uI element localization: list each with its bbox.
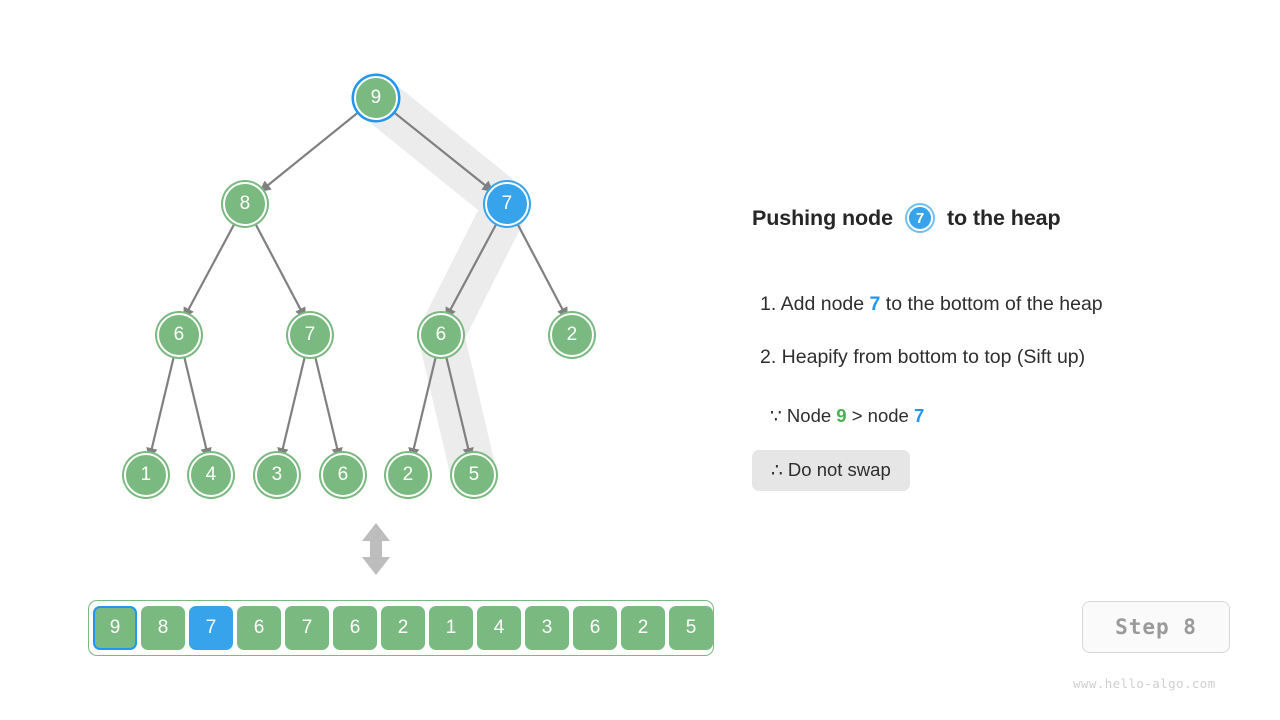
array-cell-1[interactable]: 8 [141,606,185,650]
tree-node-root[interactable]: 9 [354,76,398,120]
array-cell-9[interactable]: 3 [525,606,569,650]
reason-operator: > node [846,405,914,426]
step-1-suffix: to the bottom of the heap [880,293,1103,315]
tree-edges [146,97,568,460]
tree-node-l3-2[interactable]: 3 [255,453,299,497]
tree-node-l3-5[interactable]: 5 [452,453,496,497]
watermark-text: www.hello-algo.com [1073,676,1216,691]
step-item-2: 2. Heapify from bottom to top (Sift up) [760,346,1086,368]
edge-9-8 [259,97,377,193]
heap-array: 9 8 7 6 7 6 2 1 4 3 6 2 5 [88,600,714,656]
heap-diagram: 9 8 7 6 7 6 2 1 4 3 6 2 5 9 8 7 6 7 6 2 … [88,75,714,656]
title-suffix: to the heap [946,205,1061,230]
because-symbol: ∵ [770,405,787,426]
tree-node-l1-1[interactable]: 7 [485,182,529,226]
array-cell-8[interactable]: 4 [477,606,521,650]
title-prefix: Pushing node [752,205,893,230]
array-cell-4[interactable]: 7 [285,606,329,650]
tree-node-l2-0[interactable]: 6 [157,313,201,357]
array-cell-2[interactable]: 7 [189,606,233,650]
step-counter-badge: Step 8 [1082,601,1230,653]
tree-node-l3-4[interactable]: 2 [386,453,430,497]
edge-9-7 [375,97,494,193]
array-cell-5[interactable]: 6 [333,606,377,650]
tree-node-l1-0[interactable]: 8 [223,182,267,226]
tree-node-l3-0[interactable]: 1 [124,453,168,497]
array-cell-7[interactable]: 1 [429,606,473,650]
reason-statement: ∵ Node 9 > node 7 [770,405,924,427]
reason-child-value: 7 [913,405,925,426]
sift-up-path-highlight [353,75,530,498]
tree-array-link-icon [362,523,390,575]
reason-parent-value: 9 [836,405,847,426]
step-1-prefix: 1. Add node [760,293,870,315]
tree-node-l2-2[interactable]: 6 [419,313,463,357]
array-cell-12[interactable]: 5 [669,606,713,650]
reason-prefix: Node [786,405,837,426]
explanation-panel: Pushing node 7 to the heap 1. Add node 7… [752,205,1242,491]
tree-node-l2-3[interactable]: 2 [550,313,594,357]
tree-node-l3-1[interactable]: 4 [189,453,233,497]
array-cell-6[interactable]: 2 [381,606,425,650]
title-node-badge: 7 [906,205,933,231]
conclusion-badge: ∴ Do not swap [752,450,910,491]
array-cell-0[interactable]: 9 [93,606,137,650]
array-cell-11[interactable]: 2 [621,606,665,650]
page-title: Pushing node 7 to the heap [752,205,1242,231]
tree-node-l3-3[interactable]: 6 [321,453,365,497]
array-cell-3[interactable]: 6 [237,606,281,650]
step-1-value: 7 [869,293,881,315]
array-cell-10[interactable]: 6 [573,606,617,650]
step-item-1: 1. Add node 7 to the bottom of the heap [760,293,1103,316]
tree-node-l2-1[interactable]: 7 [288,313,332,357]
